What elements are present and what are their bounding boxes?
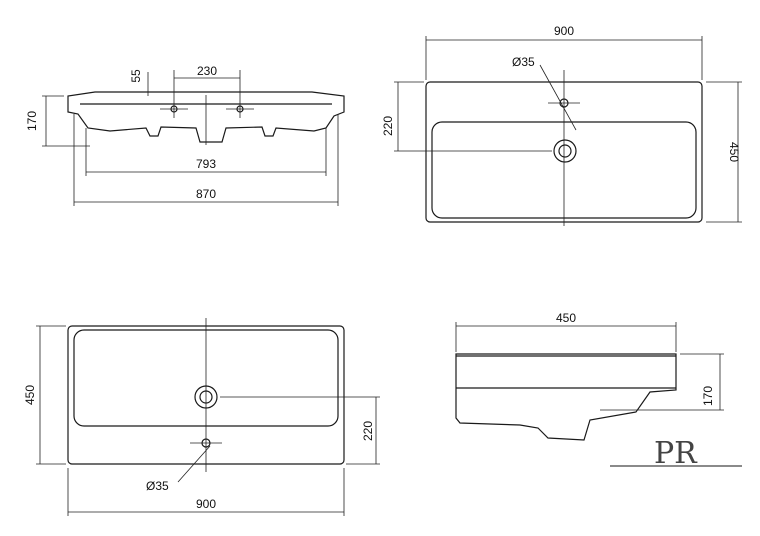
side-view-outline [455,353,677,441]
dim-label-450-left: 450 [23,385,37,405]
top-right-drain-outer [553,139,577,163]
top-view-left: Ø35 450 220 900 [23,318,380,516]
dim-label-220-left: 220 [361,421,375,441]
dim-label-230: 230 [197,64,217,78]
dim-label-900-bottom: 900 [196,497,216,511]
leader-diameter-top-left [177,445,211,483]
leader-diameter-top-right [539,64,577,131]
label-diameter-top-right: Ø35 [512,55,535,69]
top-left-drain-outer [194,385,218,409]
dim-label-870: 870 [196,187,216,201]
dim-label-220-top: 220 [381,116,395,136]
top-right-tap-hole [559,98,569,108]
top-left-drain-inner [199,390,213,404]
dim-label-170-side: 170 [701,386,715,406]
dim-label-170-front: 170 [25,111,39,131]
dim-label-450-side: 450 [556,311,576,325]
dim-label-793: 793 [196,157,216,171]
top-left-tap-hole [201,438,211,448]
top-right-drain-inner [558,144,572,158]
front-view-outline [67,91,345,143]
dim-label-900-top: 900 [554,24,574,38]
dim-label-55: 55 [129,69,143,83]
front-tap-hole-left [170,105,178,113]
top-view-right: Ø35 900 450 220 [381,24,742,226]
label-diameter-top-left: Ø35 [146,479,169,493]
dim-label-450-right: 450 [727,142,741,162]
side-view: 450 170 [455,311,724,441]
front-tap-hole-right [236,105,244,113]
brand-logo: PR [610,436,742,471]
front-view: 230 55 170 793 870 [25,64,345,206]
logo-mark: PR [654,436,698,471]
